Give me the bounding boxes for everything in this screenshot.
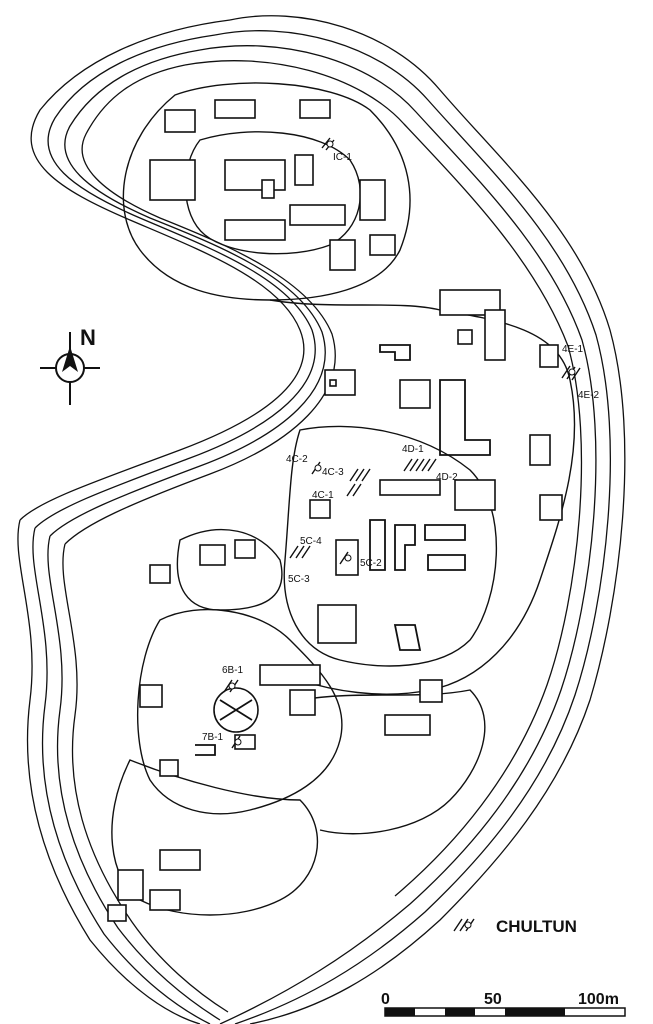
- chultun-marker: [223, 679, 239, 693]
- chultun-label: 5C-3: [288, 574, 310, 585]
- structures: [107, 99, 563, 922]
- terraces: [111, 82, 576, 916]
- scale-tick-100: 100m: [578, 991, 619, 1008]
- chultun-marker: [349, 468, 371, 482]
- north-label: N: [80, 325, 96, 350]
- chultun-label: 4C-3: [322, 467, 344, 478]
- chultun-legend-icon: [453, 918, 475, 932]
- chultun-marker: [339, 551, 352, 565]
- chultun-marker: [231, 735, 242, 749]
- scale-tick-0: 0: [381, 991, 390, 1008]
- chultun-label: IC-1: [333, 152, 352, 163]
- chultun-marker: [289, 545, 311, 559]
- chultun-label: 6B-1: [222, 665, 244, 676]
- chultun-label: 5C-2: [360, 558, 382, 569]
- chultun-marker: [311, 461, 322, 475]
- chultun-marker: [403, 458, 437, 472]
- scale-tick-50: 50: [484, 991, 502, 1008]
- legend-label: CHULTUN: [496, 917, 577, 936]
- chultun-label: 7B-1: [202, 732, 224, 743]
- chultun-label: 4C-1: [312, 490, 334, 501]
- north-arrow-icon: N: [40, 325, 100, 405]
- chultun-label: 4E-1: [562, 344, 584, 355]
- chultun-label: 4D-1: [402, 444, 424, 455]
- chultun-label: 4D-2: [436, 472, 458, 483]
- chultun-marker: [321, 137, 335, 151]
- contour-lines: [17, 15, 626, 1024]
- chultun-label: 5C-4: [300, 536, 322, 547]
- chultun-label: 4E-2: [578, 390, 600, 401]
- chultun-marker: [346, 483, 362, 497]
- legend: CHULTUN: [453, 917, 577, 936]
- chultun-markers: [223, 137, 581, 749]
- chultun-label: 4C-2: [286, 454, 308, 465]
- chultun-marker: [561, 365, 581, 381]
- chultun-labels: IC-1 4E-1 4E-2 4D-1 4D-2 4C-2 4C-3 4C-1 …: [202, 152, 600, 743]
- scale-bar: 0 50 100m: [381, 991, 626, 1017]
